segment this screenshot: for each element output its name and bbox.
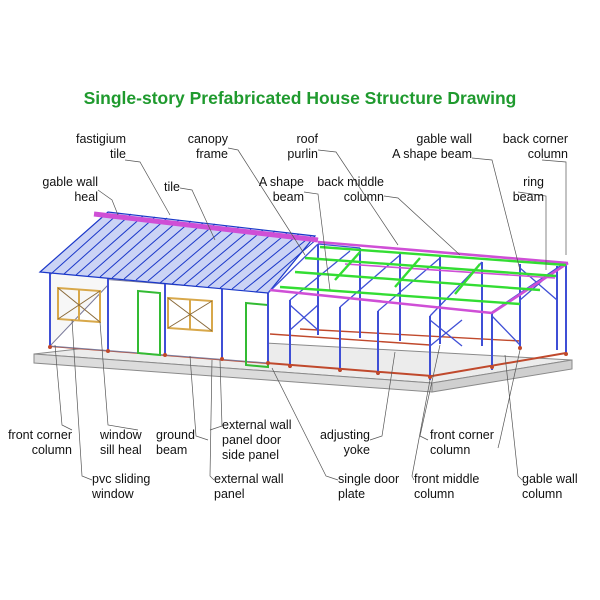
pvc-sliding-windows (57, 286, 213, 333)
column-base-plates (48, 345, 568, 379)
label-tile: tile (164, 180, 180, 194)
diagram-title: Single-story Prefabricated House Structu… (83, 88, 517, 108)
roof-tile (38, 211, 319, 294)
front-columns-left (49, 272, 269, 364)
roof-purlin (279, 245, 567, 306)
ring-beam (269, 240, 569, 315)
doors (137, 289, 269, 369)
leader-lines (54, 147, 567, 481)
